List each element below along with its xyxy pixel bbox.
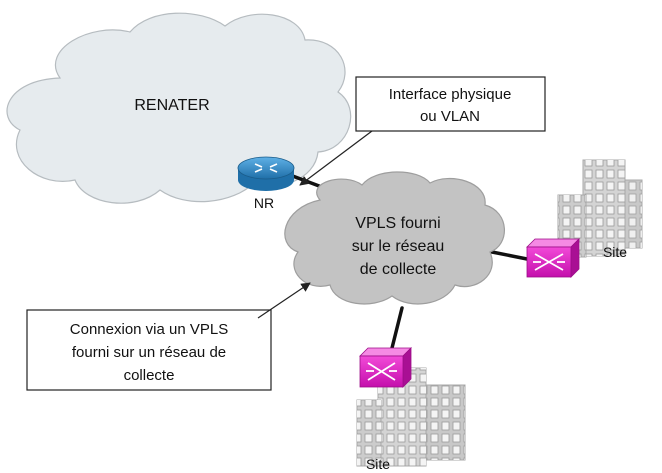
renater-label: RENATER [134, 97, 209, 114]
router-icon [237, 156, 295, 191]
site-bottom: Site [356, 347, 466, 472]
callout-left: Connexion via un VPLS fourni sur un rése… [26, 282, 311, 391]
site-right-label: Site [603, 244, 627, 260]
callout-left-box [26, 309, 272, 391]
router: NR [237, 156, 295, 211]
callout-top-line-1: Interface physique [389, 86, 512, 103]
link-cloud-site-bottom [390, 306, 404, 350]
collect-label-line-1: VPLS fourni [355, 215, 440, 232]
callout-left-arrow [257, 282, 311, 319]
router-label: NR [254, 195, 274, 211]
callout-left-line-3: collecte [124, 367, 175, 384]
callout-top: Interface physique ou VLAN [299, 76, 546, 186]
collect-label-line-3: de collecte [360, 261, 437, 278]
building-icon [557, 159, 643, 258]
switch-icon [359, 347, 412, 388]
callout-left-line-2: fourni sur un réseau de [72, 344, 226, 361]
collect-cloud: VPLS fourni sur le réseau de collecte [284, 171, 505, 305]
callout-top-box [355, 76, 546, 132]
switch-icon [526, 238, 580, 278]
renater-cloud: RENATER [6, 12, 352, 204]
building-icon [356, 367, 466, 467]
site-bottom-label: Site [366, 456, 390, 472]
collect-label-line-2: sur le réseau [352, 238, 445, 255]
callout-left-line-1: Connexion via un VPLS [70, 321, 228, 338]
site-right: Site [526, 159, 643, 278]
link-cloud-site-right [490, 250, 529, 261]
callout-top-arrow [299, 130, 373, 186]
callout-top-line-2: ou VLAN [420, 108, 480, 125]
